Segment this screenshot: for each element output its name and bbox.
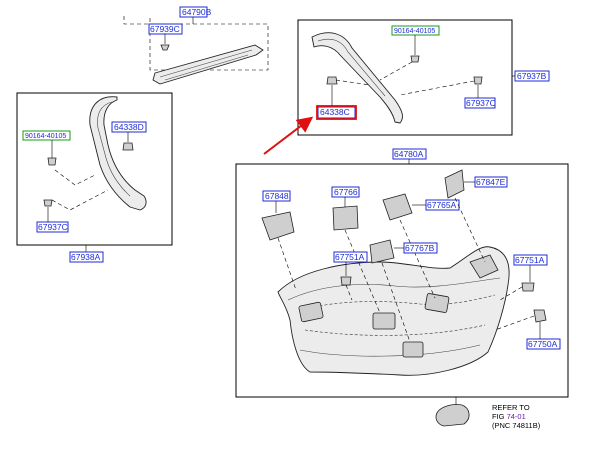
clip-64338D <box>122 142 134 151</box>
trim-pocket-2 <box>372 312 396 330</box>
refer-line-3: (PNC 74811B) <box>492 421 541 430</box>
left-pillar-frame <box>16 92 173 246</box>
cover-67767B <box>369 239 395 264</box>
refer-fig-link[interactable]: 74-01 <box>507 412 526 421</box>
part-label-67766[interactable]: 67766 <box>334 187 358 197</box>
part-label-67767B[interactable]: 67767B <box>405 243 435 253</box>
upper-garnish-part <box>152 44 264 85</box>
part-label-90164-left[interactable]: 90164-40105 <box>25 133 66 140</box>
clip-67937C-top <box>473 76 483 85</box>
cover-67766 <box>332 205 359 231</box>
clip-64338C <box>326 76 338 85</box>
right-pillar-frame <box>297 19 513 136</box>
right-pillar-group: 90164-40105 64338C 67937C 67937B <box>297 19 550 136</box>
part-label-box-64338C[interactable] <box>317 106 356 119</box>
trim-pocket-4 <box>402 341 424 358</box>
clip-67937C-left <box>43 199 53 207</box>
cover-67765A <box>382 193 413 221</box>
left-pillar-part <box>89 96 147 211</box>
part-label-box-90164-left[interactable] <box>22 130 71 141</box>
part-label-67937B[interactable]: 67937B <box>517 71 547 81</box>
part-label-box-67939C[interactable] <box>148 23 183 35</box>
trim-pocket-5 <box>469 254 499 279</box>
part-label-67848[interactable]: 67848 <box>265 191 289 201</box>
back-door-trim-group: 64780A 67848 67766 67765A <box>235 148 569 398</box>
part-label-64780A[interactable]: 64780A <box>394 149 424 159</box>
cover-67848 <box>261 211 295 241</box>
trim-pocket-3 <box>424 293 450 313</box>
screw-90164-left <box>47 157 57 166</box>
part-label-67751A-mid[interactable]: 67751A <box>335 252 365 262</box>
part-label-67847E[interactable]: 67847E <box>476 177 506 187</box>
part-label-64338D[interactable]: 64338D <box>114 122 144 132</box>
back-door-trim-frame <box>235 163 569 398</box>
right-pillar-part <box>311 32 403 124</box>
part-label-67765A[interactable]: 67765A <box>427 200 457 210</box>
clip-67750A <box>533 309 547 323</box>
refer-line-2: FIG 74-01 <box>492 412 526 421</box>
part-label-67938A[interactable]: 67938A <box>71 252 101 262</box>
part-label-67751A-right[interactable]: 67751A <box>515 255 545 265</box>
clip-67751A-mid <box>340 276 352 286</box>
refer-line-1: REFER TO <box>492 403 530 412</box>
part-label-64338C[interactable]: 64338C <box>320 107 350 117</box>
part-label-box-67750A[interactable] <box>526 338 561 350</box>
refer-part-icon <box>435 404 470 427</box>
refer-fig-prefix: FIG <box>492 412 507 421</box>
clip-67939C <box>160 44 170 51</box>
part-label-67750A[interactable]: 67750A <box>528 339 558 349</box>
part-label-67937C-left[interactable]: 67937C <box>38 222 68 232</box>
part-label-box-64790B[interactable] <box>179 6 208 18</box>
cover-67847E <box>444 169 465 199</box>
left-pillar-group: 64338D 90164-40105 67937C 67938A <box>16 92 173 263</box>
refer-note: REFER TO FIG 74-01 (PNC 74811B) <box>435 397 541 430</box>
part-label-box-67751A-right[interactable] <box>513 254 548 266</box>
part-label-67939C[interactable]: 67939C <box>150 24 180 34</box>
part-label-90164-top[interactable]: 90164-40105 <box>394 28 435 35</box>
back-door-trim-board <box>277 246 510 376</box>
part-label-box-67848[interactable] <box>262 190 291 202</box>
part-label-box-64780A[interactable] <box>392 148 427 160</box>
clip-67751A-right <box>521 282 535 292</box>
highlight-arrow <box>263 116 314 155</box>
screw-90164-top <box>410 55 420 63</box>
part-label-box-67937C-left[interactable] <box>36 221 69 233</box>
highlight-box-64338C <box>316 105 357 120</box>
trim-pocket-1 <box>298 301 324 323</box>
part-label-box-67938A[interactable] <box>69 251 104 263</box>
upper-garnish-group: 64790B 67939C <box>123 6 269 85</box>
part-label-67937C-top[interactable]: 67937C <box>466 98 496 108</box>
part-label-box-67751A-mid[interactable] <box>333 251 368 263</box>
part-label-box-64338D[interactable] <box>111 121 147 133</box>
part-label-box-67766[interactable] <box>331 186 360 198</box>
part-label-box-67937C-top[interactable] <box>464 97 496 109</box>
part-label-box-90164-top[interactable] <box>391 25 440 36</box>
part-label-64790B[interactable]: 64790B <box>182 7 212 17</box>
